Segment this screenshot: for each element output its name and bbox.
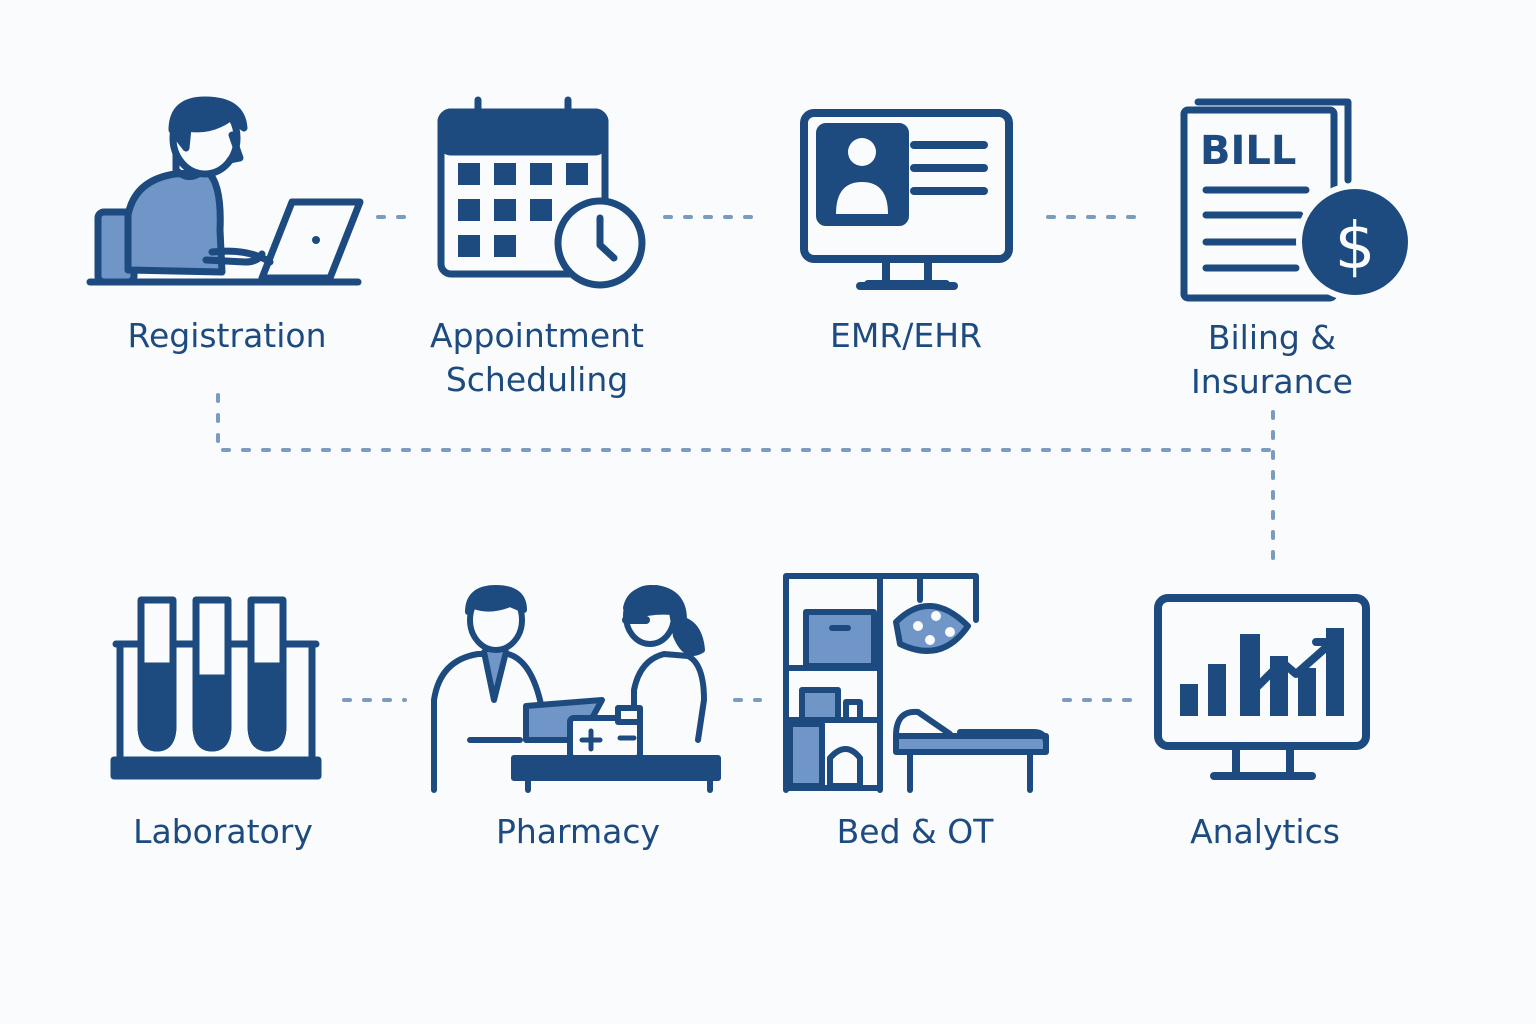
label-line: Bed & OT [836,812,994,851]
emr-ehr-label: EMR/EHR [756,314,1056,358]
connectors [216,215,1275,702]
pharmacy-label: Pharmacy [428,810,728,854]
doctor-pharmacist-icon [431,585,721,793]
label-line: Registration [127,316,327,355]
label-line: Laboratory [133,812,313,851]
registration-label: Registration [77,314,377,358]
analytics-label: Analytics [1115,810,1415,854]
label-line: Scheduling [445,360,629,399]
label-line: Pharmacy [495,812,661,851]
bed-operating-theater-icon [783,573,1049,793]
person-laptop-icon [86,96,364,286]
bill-text: BILL [1200,128,1296,174]
billing-insurance-label: Biling & Insurance [1122,316,1422,404]
appointment-scheduling-label: Appointment Scheduling [387,314,687,402]
connector-registration-billing-loop [216,393,1275,452]
label-line: EMR/EHR [830,316,982,355]
label-line: Biling & [1207,318,1337,357]
patient-record-monitor-icon [800,109,1013,290]
label-line: Insurance [1191,362,1353,401]
analytics-monitor-icon [1154,594,1370,780]
laboratory-label: Laboratory [73,810,373,854]
label-line: Analytics [1190,812,1340,851]
bed-ot-label: Bed & OT [765,810,1065,854]
test-tubes-icon [110,596,322,780]
dollar-symbol: $ [1335,210,1376,284]
calendar-clock-icon [437,96,646,289]
label-line: Appointment [430,316,644,355]
bill-dollar-icon: BILL $ [1180,98,1414,302]
